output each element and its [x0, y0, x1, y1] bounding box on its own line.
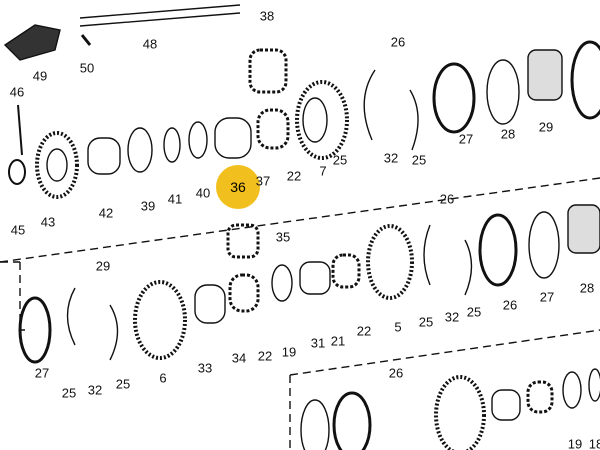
callout-label[interactable]: 41	[167, 191, 183, 207]
callout-label[interactable]: 42	[98, 205, 114, 221]
callout-label[interactable]: 34	[231, 350, 247, 366]
callout-label[interactable]: 5	[394, 319, 402, 335]
callout-label[interactable]: 25	[411, 152, 427, 168]
callout-label[interactable]: 32	[87, 382, 103, 398]
callout-label[interactable]: 7	[319, 163, 327, 179]
callout-label[interactable]: 33	[197, 360, 213, 376]
callout-label[interactable]: 26	[390, 34, 406, 50]
callout-label[interactable]: 25	[466, 304, 482, 320]
callout-label[interactable]: 27	[458, 131, 474, 147]
callout-label[interactable]: 37	[255, 173, 271, 189]
callout-label[interactable]: 43	[40, 214, 56, 230]
callout-label[interactable]: 32	[444, 309, 460, 325]
shaft	[79, 4, 241, 27]
callout-label[interactable]: 25	[332, 152, 348, 168]
callout-label[interactable]: 26	[388, 365, 404, 381]
section-divider	[289, 329, 600, 450]
section-divider	[0, 177, 600, 263]
callout-label[interactable]: 50	[79, 60, 95, 76]
callout-label[interactable]: 22	[356, 323, 372, 339]
callout-label[interactable]: 48	[142, 36, 158, 52]
callout-label[interactable]: 25	[418, 314, 434, 330]
callout-label[interactable]: 26	[502, 297, 518, 313]
callout-label[interactable]: 35	[275, 229, 291, 245]
shift-fork	[3, 24, 61, 61]
callout-label[interactable]: 27	[34, 365, 50, 381]
callout-label[interactable]: 25	[61, 385, 77, 401]
callout-label[interactable]: 25	[115, 376, 131, 392]
callout-label[interactable]: 22	[286, 168, 302, 184]
callout-label[interactable]: 29	[95, 258, 111, 274]
callout-label[interactable]: 19	[567, 436, 583, 450]
highlighted-callout[interactable]: 36	[216, 165, 260, 209]
callout-label[interactable]: 19	[281, 344, 297, 360]
callout-label[interactable]: 45	[10, 222, 26, 238]
callout-label[interactable]: 26	[439, 191, 455, 207]
callout-label[interactable]: 38	[259, 8, 275, 24]
callout-label[interactable]: 28	[500, 126, 516, 142]
callout-label[interactable]: 46	[9, 84, 25, 100]
callout-label[interactable]: 27	[539, 289, 555, 305]
callout-label[interactable]: 21	[330, 333, 346, 349]
callout-label[interactable]: 22	[257, 348, 273, 364]
callout-label[interactable]: 28	[579, 280, 595, 296]
callout-label[interactable]: 39	[140, 198, 156, 214]
callout-label[interactable]: 49	[32, 68, 48, 84]
callout-label: 36	[230, 179, 246, 195]
callout-label[interactable]: 32	[383, 150, 399, 166]
callout-label[interactable]: 31	[310, 335, 326, 351]
callout-label[interactable]: 6	[159, 370, 167, 386]
callout-label[interactable]: 40	[195, 185, 211, 201]
callout-label[interactable]: 29	[538, 119, 554, 135]
callout-label[interactable]: 18	[588, 436, 600, 450]
pin	[80, 34, 92, 46]
